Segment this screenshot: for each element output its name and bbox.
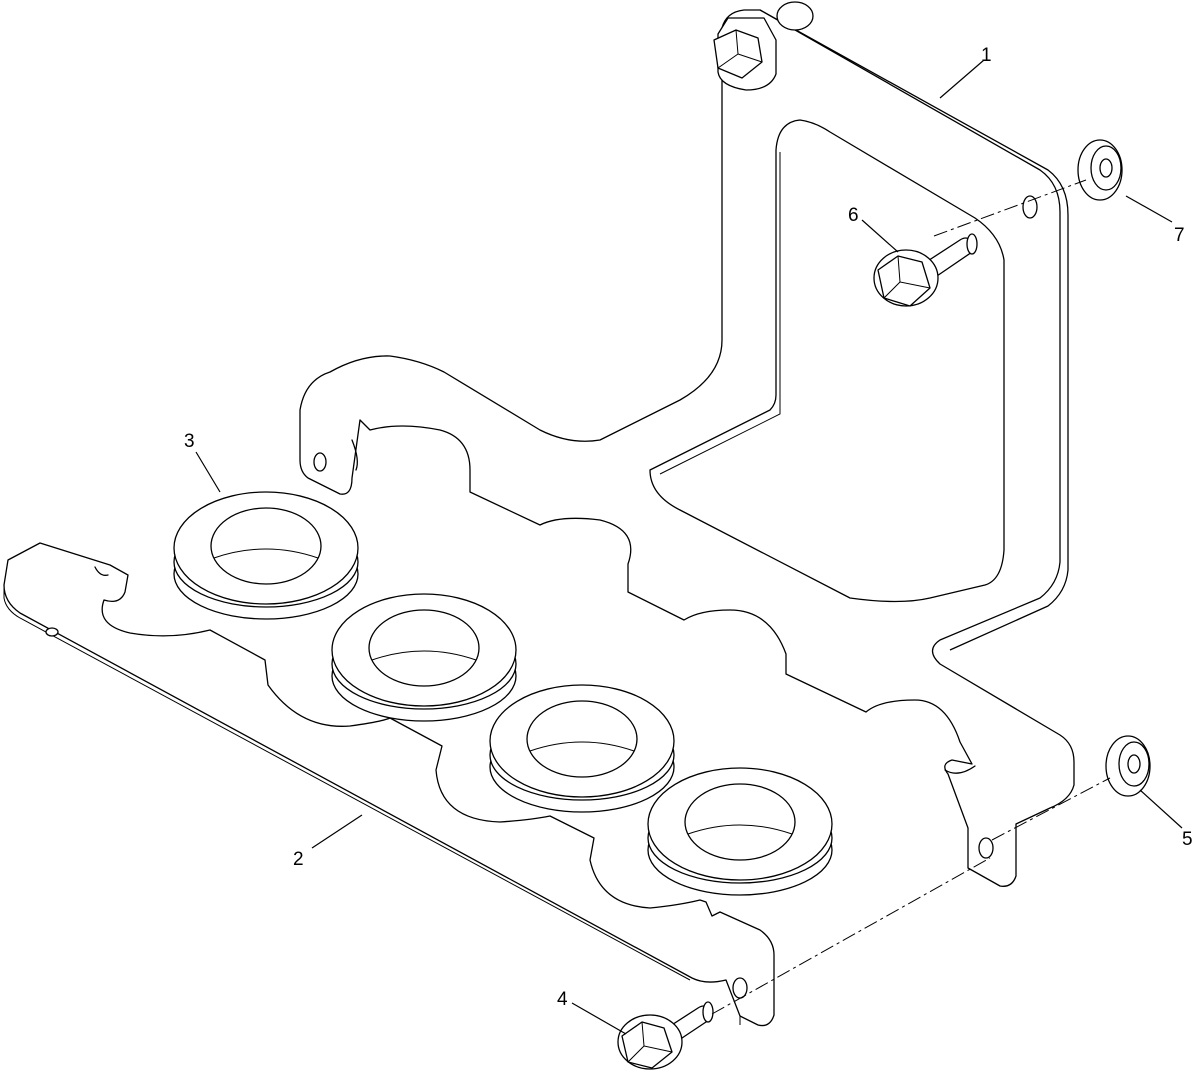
callout-6: 6 bbox=[848, 205, 899, 253]
assembly-center-lines bbox=[711, 179, 1111, 1015]
grommet-part-3 bbox=[331, 593, 517, 722]
callout-label: 2 bbox=[293, 849, 304, 870]
callout-4: 4 bbox=[557, 989, 627, 1035]
callout-1: 1 bbox=[939, 45, 992, 99]
grommet-part-3 bbox=[647, 767, 833, 896]
bracket-part-1 bbox=[299, 9, 1075, 887]
flange-nut-part-7 bbox=[1077, 139, 1123, 201]
callout-label: 7 bbox=[1174, 225, 1185, 246]
grommet-part-3 bbox=[489, 684, 675, 813]
callout-label: 1 bbox=[981, 45, 992, 66]
bolt-part-4 bbox=[617, 1001, 714, 1070]
callout-7: 7 bbox=[1125, 195, 1185, 246]
flange-nut-part-5 bbox=[1105, 735, 1151, 797]
callout-label: 3 bbox=[184, 431, 195, 452]
callout-5: 5 bbox=[1139, 789, 1193, 850]
top-bolt-hardware bbox=[713, 1, 814, 91]
callout-3: 3 bbox=[184, 431, 221, 493]
callout-label: 6 bbox=[848, 205, 859, 226]
clamp-strip-part-2 bbox=[3, 542, 775, 1027]
grommet-part-3 bbox=[173, 491, 359, 620]
callout-2: 2 bbox=[293, 814, 363, 870]
bolt-part-6 bbox=[873, 233, 978, 307]
callout-label: 5 bbox=[1182, 829, 1193, 850]
callout-label: 4 bbox=[557, 989, 568, 1010]
